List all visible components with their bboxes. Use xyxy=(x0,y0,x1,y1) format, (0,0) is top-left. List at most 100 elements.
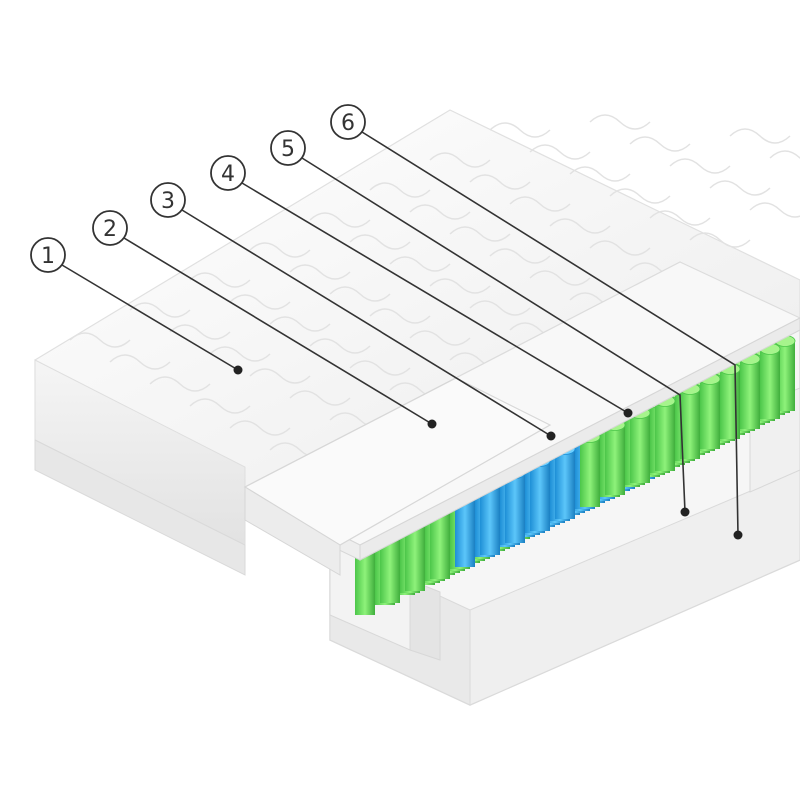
anchor-dot-6 xyxy=(733,530,743,540)
spring-body xyxy=(430,509,450,579)
quilt-stitch xyxy=(729,128,791,144)
quilt-stitch xyxy=(669,158,731,174)
callout-badge-2: 2 xyxy=(92,210,128,246)
quilt-stitch xyxy=(169,324,231,340)
spring-green xyxy=(739,353,761,429)
badge-circle xyxy=(30,237,66,273)
quilt-stitch xyxy=(409,330,471,346)
quilt-stitch xyxy=(349,234,411,250)
spring-body xyxy=(720,369,740,439)
spring-body xyxy=(605,425,625,495)
quilt-stitch xyxy=(289,264,351,280)
quilt-stitch xyxy=(629,136,691,152)
leader-line-5 xyxy=(301,157,686,513)
leader-line-6 xyxy=(361,131,739,536)
quilt-stitch xyxy=(349,360,411,376)
quilt-stitch xyxy=(429,278,491,294)
quilt-stitch xyxy=(369,308,431,324)
quilt-stitch xyxy=(549,218,611,234)
quilt-stitch xyxy=(769,150,800,159)
top-foam-block xyxy=(243,377,552,576)
callout-badge-4: 4 xyxy=(210,155,246,191)
quilt-stitch xyxy=(509,196,571,212)
callout-number-3: 3 xyxy=(161,189,175,214)
quilt-stitch xyxy=(449,226,511,242)
spring-green xyxy=(699,373,721,449)
spring-body xyxy=(680,389,700,459)
callout-badges: 1 2 3 4 5 6 xyxy=(30,104,366,273)
leader-line-3 xyxy=(181,209,552,437)
spring-green xyxy=(759,343,781,419)
badge-circle xyxy=(270,130,306,166)
spring-body xyxy=(700,379,720,449)
callout-number-2: 2 xyxy=(103,217,117,242)
spring-body xyxy=(405,521,425,591)
quilt-stitch xyxy=(149,376,211,392)
quilted-cover-layer xyxy=(34,109,800,576)
spring-body xyxy=(480,485,500,555)
quilt-stitch xyxy=(109,354,171,370)
quilt-stitch xyxy=(429,152,491,168)
spring-body xyxy=(530,461,550,531)
callout-number-1: 1 xyxy=(41,244,55,269)
quilt-stitch xyxy=(409,204,471,220)
spring-body xyxy=(655,401,675,471)
quilt-stitch xyxy=(329,286,391,302)
quilt-stitch xyxy=(189,398,251,414)
callout-badge-6: 6 xyxy=(330,104,366,140)
badge-circle xyxy=(150,182,186,218)
anchor-dot-1 xyxy=(233,365,243,375)
quilt-stitch xyxy=(249,242,311,258)
quilt-pattern xyxy=(69,114,800,458)
spring-body xyxy=(740,359,760,429)
spring-body xyxy=(580,437,600,507)
quilt-stitch xyxy=(589,240,651,256)
spring-body xyxy=(630,413,650,483)
quilt-stitch xyxy=(529,144,591,160)
leader-line-2 xyxy=(123,237,433,425)
anchor-dot-3 xyxy=(546,431,556,441)
callout-badge-5: 5 xyxy=(270,130,306,166)
quilt-stitch xyxy=(389,256,451,272)
quilt-stitch xyxy=(469,300,531,316)
quilt-stitch xyxy=(209,346,271,362)
callout-badge-3: 3 xyxy=(150,182,186,218)
spring-body xyxy=(555,449,575,519)
callout-number-4: 4 xyxy=(221,162,235,187)
callout-number-6: 6 xyxy=(341,111,355,136)
spring-body xyxy=(760,349,780,419)
quilt-stitch xyxy=(569,166,631,182)
quilt-stitch xyxy=(689,232,751,248)
quilt-stitch xyxy=(69,332,131,348)
callout-number-5: 5 xyxy=(281,137,295,162)
quilt-stitch xyxy=(309,338,371,354)
spring-green xyxy=(654,395,676,471)
badge-circle xyxy=(92,210,128,246)
quilt-stitch xyxy=(189,272,251,288)
quilt-stitch xyxy=(229,420,291,436)
leader-line-1 xyxy=(61,264,239,371)
quilt-stitch xyxy=(309,212,371,228)
quilt-stitch xyxy=(229,294,291,310)
spring-green xyxy=(719,363,741,439)
leader-line-4 xyxy=(241,182,629,414)
quilt-stitch xyxy=(469,174,531,190)
anchor-dot-4 xyxy=(623,408,633,418)
quilt-stitch xyxy=(289,390,351,406)
quilt-stitch xyxy=(249,368,311,384)
badge-circle xyxy=(330,104,366,140)
spring-body xyxy=(355,545,375,615)
quilt-stitch xyxy=(609,188,671,204)
quilt-stitch xyxy=(749,202,800,218)
quilt-stitch xyxy=(489,122,551,138)
quilt-stitch xyxy=(589,114,651,130)
quilt-stitch xyxy=(369,182,431,198)
quilt-stitch xyxy=(709,180,771,196)
quilt-stitch xyxy=(489,248,551,264)
spring-green xyxy=(629,407,651,483)
spring-body xyxy=(455,497,475,567)
spring-body xyxy=(505,473,525,543)
quilt-stitch xyxy=(649,210,711,226)
